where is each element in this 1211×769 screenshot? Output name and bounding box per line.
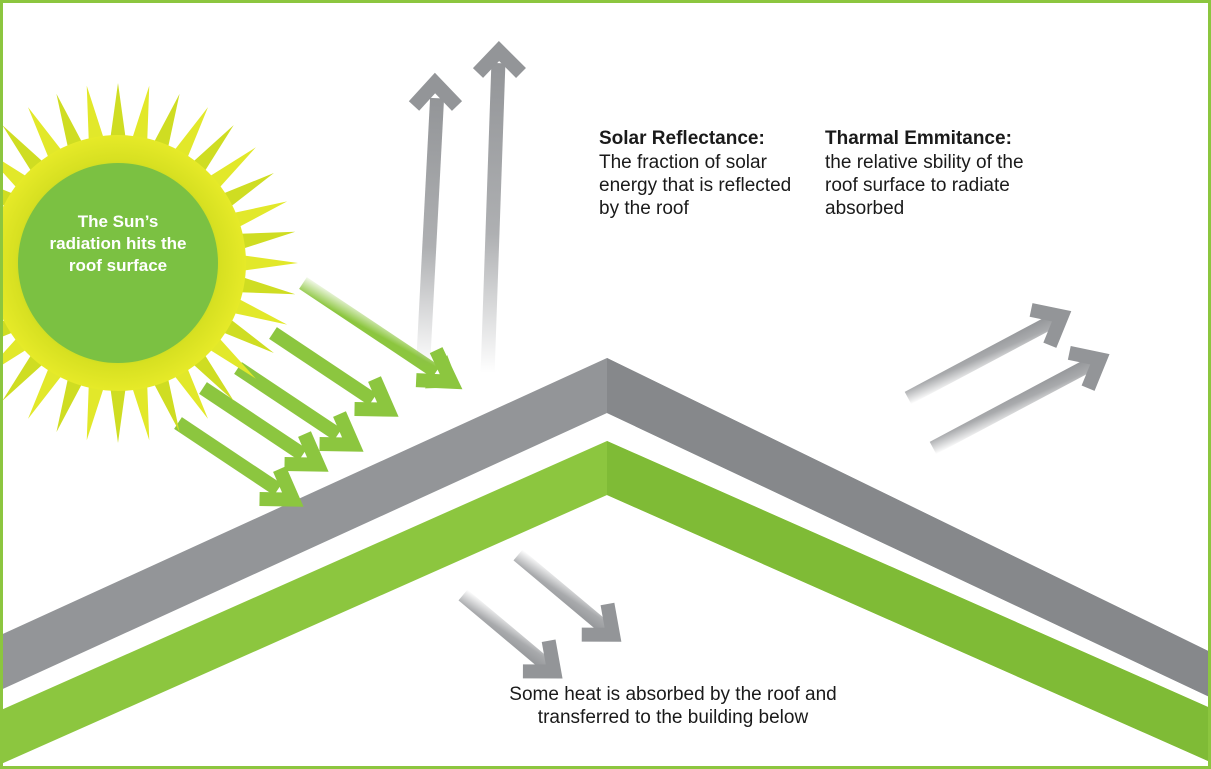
sun-ray — [109, 83, 127, 146]
thermal-emittance-heading: Tharmal Emmitance: — [825, 128, 1012, 149]
sun-ray — [56, 370, 86, 433]
sun-ray — [150, 370, 180, 433]
sun-icon — [3, 83, 298, 443]
reflected-arrow-right — [472, 40, 526, 374]
solar-reflectance-block: Solar Reflectance: The fraction of solar… — [599, 127, 809, 220]
sun-ray — [86, 85, 107, 149]
sun-ray — [129, 377, 150, 441]
incoming-radiation-arrows — [174, 277, 463, 507]
incoming-arrow — [199, 382, 329, 472]
incoming-arrow — [299, 277, 463, 390]
incoming-arrow — [234, 362, 364, 452]
sun-ray — [56, 93, 86, 156]
solar-reflectance-text: The fraction of solar energy that is ref… — [599, 152, 792, 219]
sun-ray — [150, 93, 180, 156]
incoming-arrow — [174, 417, 304, 507]
sun-ray — [109, 380, 127, 443]
sun-ray — [232, 231, 296, 252]
roof-gray-layer — [3, 358, 1208, 697]
emitted-arrow-lower — [929, 346, 1110, 455]
absorbed-heat-caption: Some heat is absorbed by the roof and tr… — [509, 684, 837, 728]
sun-ray — [235, 254, 298, 272]
sun-ray — [232, 274, 296, 295]
roof-diagram — [3, 40, 1208, 764]
thermal-emittance-block: Tharmal Emmitance: the relative sbility … — [825, 127, 1035, 220]
roof-green-ridge-shade — [607, 441, 1208, 761]
incoming-arrow — [269, 327, 399, 417]
sun-ray — [129, 85, 150, 149]
emitted-arrow-upper — [904, 303, 1072, 405]
roof-gray-ridge-shade — [607, 358, 1208, 697]
sun-ray — [86, 377, 107, 441]
reflected-arrow-left — [408, 72, 463, 369]
sun-ray — [225, 201, 288, 231]
thermal-emittance-text: the relative sbility of the roof surface… — [825, 152, 1024, 219]
solar-reflectance-heading: Solar Reflectance: — [599, 128, 765, 149]
absorbed-arrow-right — [513, 549, 622, 642]
sun-ray — [225, 295, 288, 325]
absorbed-arrow-left — [458, 589, 563, 679]
sun-label: The Sun’s radiation hits the roof surfac… — [49, 212, 187, 275]
